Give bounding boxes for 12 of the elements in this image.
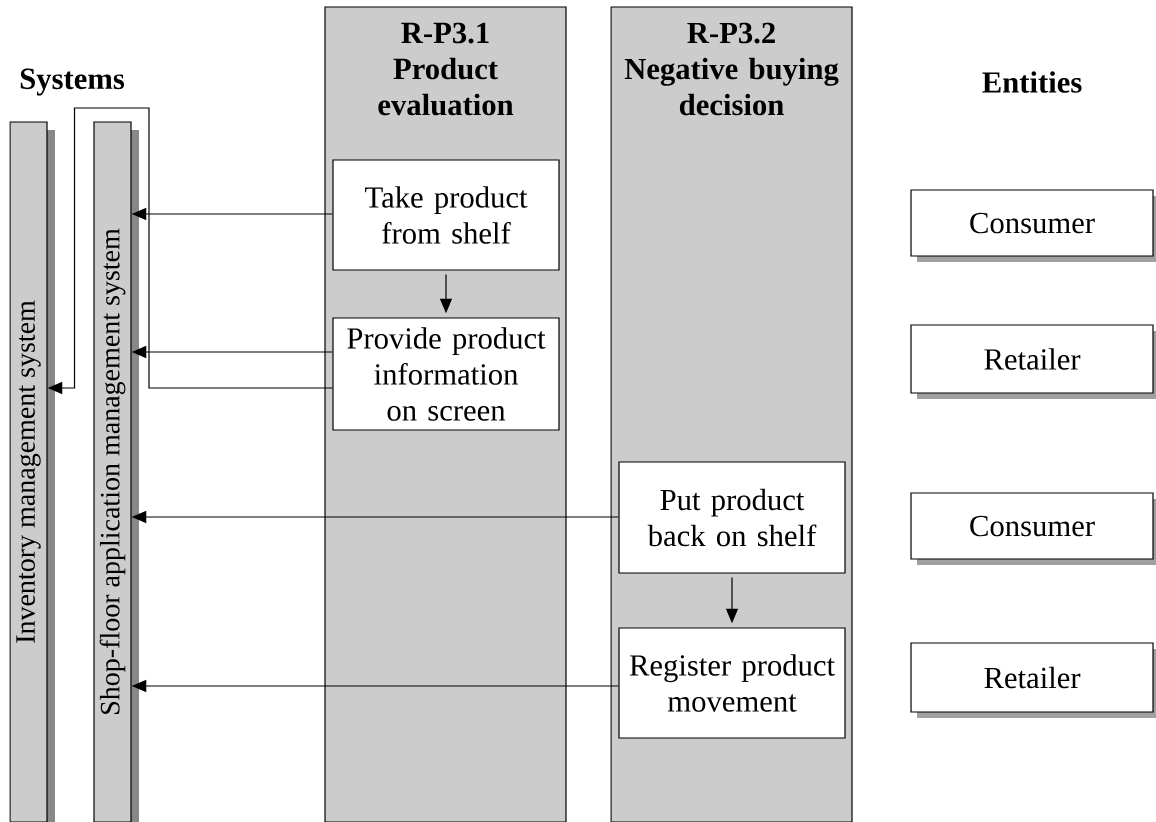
activity-box: Register product movement — [618, 627, 846, 739]
activity-box: Provide product information on screen — [332, 317, 560, 431]
system-bar: Shop-floor application management system — [93, 121, 139, 822]
column-heading: Entities — [982, 71, 1082, 93]
activity-box: Take product from shelf — [332, 159, 560, 271]
entity-box: Retailer — [910, 324, 1156, 399]
activity-box: Put product back on shelf — [618, 461, 846, 574]
entity-box: Consumer — [910, 189, 1156, 262]
entity-box: Retailer — [910, 642, 1156, 718]
entity-box: Consumer — [910, 492, 1156, 565]
column-heading: Systems — [20, 68, 125, 96]
system-bar: Inventory management system — [9, 121, 55, 822]
